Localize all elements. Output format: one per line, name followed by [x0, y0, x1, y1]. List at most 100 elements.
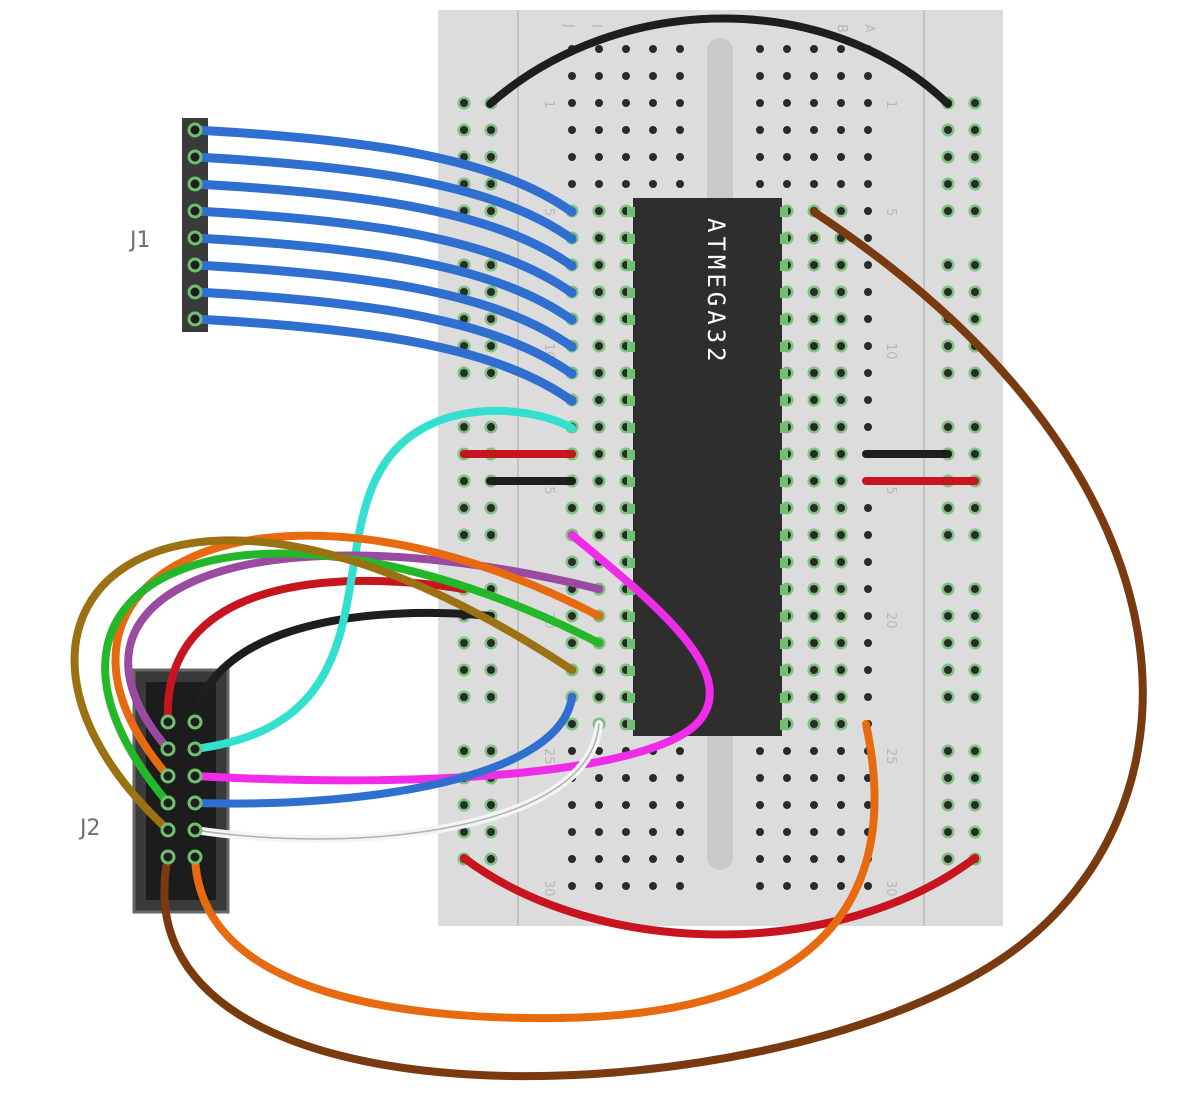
column-letter: A [861, 24, 876, 33]
chip-pin [780, 639, 788, 649]
breadboard-hole [595, 801, 603, 809]
breadboard-hole [568, 612, 576, 620]
breadboard-hole [595, 234, 603, 242]
row-number-left: 1 [541, 100, 556, 108]
breadboard-hole [944, 261, 952, 269]
breadboard-hole [783, 882, 791, 890]
breadboard-hole [460, 531, 468, 539]
breadboard-hole [676, 72, 684, 80]
breadboard-hole [864, 396, 872, 404]
breadboard-hole [864, 369, 872, 377]
chip-pin [627, 450, 635, 460]
breadboard-hole [460, 747, 468, 755]
header-j2-label: J2 [78, 816, 101, 841]
breadboard-hole [622, 99, 630, 107]
breadboard-hole [487, 504, 495, 512]
breadboard-hole [649, 180, 657, 188]
chip-pin [780, 558, 788, 568]
breadboard-hole [460, 99, 468, 107]
breadboard-hole [864, 801, 872, 809]
chip-pin [627, 342, 635, 352]
row-number-right: 10 [883, 343, 898, 360]
breadboard-hole [487, 261, 495, 269]
breadboard-hole [810, 315, 818, 323]
breadboard-hole [622, 45, 630, 53]
chip-pin [780, 585, 788, 595]
chip-pin [627, 693, 635, 703]
breadboard-hole [810, 72, 818, 80]
header-pin [187, 203, 203, 219]
breadboard-hole [756, 153, 764, 161]
breadboard-hole [595, 477, 603, 485]
breadboard-hole [837, 774, 845, 782]
breadboard-hole [622, 180, 630, 188]
wire-brown-j2 [160, 208, 1147, 1081]
breadboard-hole [864, 315, 872, 323]
breadboard-hole [622, 855, 630, 863]
column-letter: J [561, 23, 576, 28]
breadboard-hole [944, 774, 952, 782]
breadboard-hole [460, 828, 468, 836]
breadboard-hole [756, 72, 764, 80]
wire-blue-j1-7 [190, 287, 577, 379]
breadboard-hole [837, 747, 845, 755]
breadboard-hole [649, 882, 657, 890]
breadboard-hole [676, 180, 684, 188]
breadboard-hole [595, 666, 603, 674]
header-pin [160, 849, 176, 865]
breadboard-hole [487, 288, 495, 296]
breadboard-hole [487, 693, 495, 701]
breadboard-hole [595, 126, 603, 134]
breadboard-hole [944, 504, 952, 512]
breadboard-hole [595, 369, 603, 377]
chip-pin [627, 396, 635, 406]
breadboard-hole [649, 855, 657, 863]
breadboard-hole [971, 99, 979, 107]
header-pin [187, 149, 203, 165]
breadboard-hole [568, 801, 576, 809]
breadboard-hole [810, 747, 818, 755]
breadboard-hole [971, 504, 979, 512]
wire-black-top-rail [486, 14, 952, 108]
breadboard-hole [971, 693, 979, 701]
row-number-right: 30 [883, 880, 898, 897]
breadboard-hole [837, 99, 845, 107]
breadboard-hole [971, 801, 979, 809]
breadboard-hole [810, 531, 818, 539]
header-pin [187, 795, 203, 811]
breadboard-hole [864, 639, 872, 647]
breadboard-hole [649, 774, 657, 782]
breadboard-hole [676, 747, 684, 755]
breadboard-hole [595, 450, 603, 458]
breadboard-hole [487, 639, 495, 647]
breadboard-hole [595, 342, 603, 350]
breadboard-hole [810, 153, 818, 161]
breadboard-hole [568, 747, 576, 755]
breadboard-hole [487, 126, 495, 134]
header-pin [160, 822, 176, 838]
breadboard-hole [810, 693, 818, 701]
chip-pin [780, 612, 788, 622]
chip-pin [627, 504, 635, 514]
breadboard-hole [568, 882, 576, 890]
chip-pin [780, 423, 788, 433]
breadboard-hole [649, 99, 657, 107]
breadboard-hole [783, 180, 791, 188]
breadboard-hole [864, 126, 872, 134]
row-number-right: 25 [883, 748, 898, 765]
chip-pin [627, 612, 635, 622]
breadboard-hole [944, 666, 952, 674]
breadboard-hole [837, 423, 845, 431]
breadboard-hole [622, 72, 630, 80]
breadboard-hole [864, 531, 872, 539]
breadboard-hole [864, 693, 872, 701]
breadboard-hole [837, 342, 845, 350]
breadboard-hole [837, 504, 845, 512]
breadboard-hole [837, 315, 845, 323]
breadboard-hole [649, 126, 657, 134]
breadboard-hole [864, 72, 872, 80]
breadboard-hole [864, 423, 872, 431]
breadboard-hole [971, 747, 979, 755]
breadboard-hole [944, 828, 952, 836]
